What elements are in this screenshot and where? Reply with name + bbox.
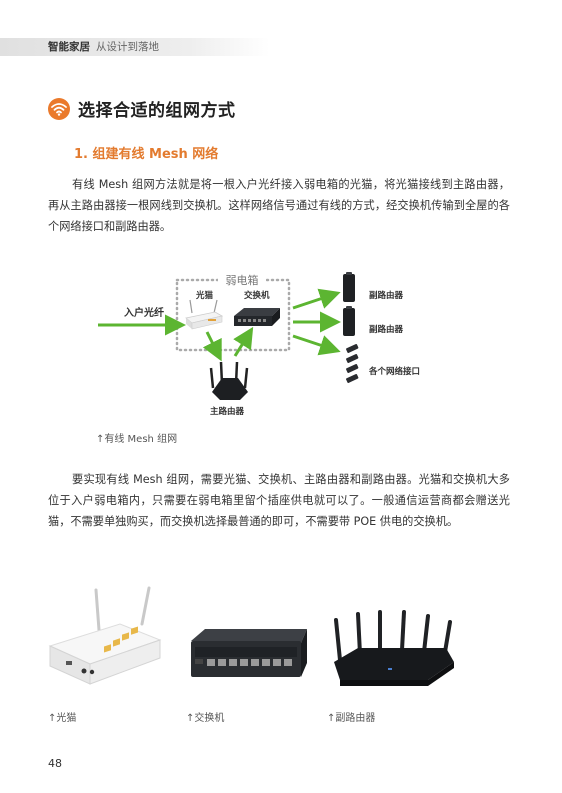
sub-router-2-label: 副路由器 bbox=[369, 324, 404, 335]
main-router-label: 主路由器 bbox=[210, 406, 245, 417]
modem-photo bbox=[48, 586, 162, 685]
router-photo-caption: ↑副路由器 bbox=[327, 713, 376, 724]
modem-icon bbox=[185, 299, 224, 330]
wired-mesh-diagram: 弱电箱 入户光纤 光猫 交换机 主路由器 副 bbox=[98, 272, 420, 417]
fiber-label: 入户光纤 bbox=[124, 306, 164, 319]
switch-label: 交换机 bbox=[244, 290, 270, 301]
sub-router-photo bbox=[334, 610, 454, 686]
switch-to-sub-router-1-arrow bbox=[292, 288, 341, 310]
distribution-box-label: 弱电箱 bbox=[226, 273, 259, 287]
sub-router-2-icon bbox=[343, 306, 355, 336]
modem-label: 光猫 bbox=[195, 290, 214, 301]
wifi-icon bbox=[48, 97, 70, 120]
switch-photo-caption: ↑交换机 bbox=[186, 713, 225, 724]
switch-photo bbox=[191, 629, 307, 677]
subsection-title: 1. 组建有线 Mesh 网络 bbox=[74, 147, 219, 162]
sub-router-1-label: 副路由器 bbox=[369, 290, 404, 301]
router-to-switch-arrow bbox=[233, 326, 254, 357]
paragraph-1: 有线 Mesh 组网方法就是将一根入户光纤接入弱电箱的光猫，将光猫接线到主路由器… bbox=[48, 178, 510, 233]
paragraph-2: 要实现有线 Mesh 组网，需要光猫、交换机、主路由器和副路由器。光猫和交换机大… bbox=[48, 473, 510, 528]
sub-router-1-icon bbox=[343, 272, 355, 302]
section-heading: 选择合适的组网方式 bbox=[48, 96, 236, 121]
book-title: 智能家居 bbox=[48, 41, 90, 53]
modem-to-router-arrow bbox=[202, 331, 222, 362]
switch-icon bbox=[234, 308, 280, 326]
network-ports-icon bbox=[346, 343, 359, 383]
header-band bbox=[0, 38, 270, 56]
diagram-caption: ↑有线 Mesh 组网 bbox=[96, 434, 178, 445]
running-header: 智能家居从设计到落地 bbox=[48, 39, 159, 55]
page-number: 48 bbox=[48, 757, 62, 770]
modem-photo-caption: ↑光猫 bbox=[48, 713, 77, 724]
main-router-icon bbox=[209, 361, 249, 400]
switch-to-ports-arrow bbox=[292, 334, 341, 356]
book-subtitle: 从设计到落地 bbox=[96, 41, 159, 53]
ports-label: 各个网络接口 bbox=[368, 366, 420, 377]
section-title: 选择合适的组网方式 bbox=[78, 101, 236, 121]
